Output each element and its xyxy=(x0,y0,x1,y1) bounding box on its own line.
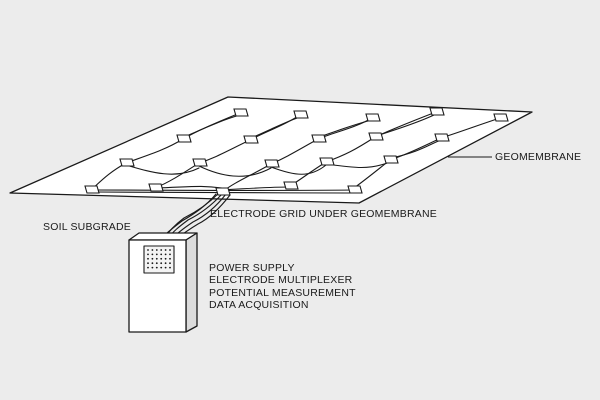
panel-dot xyxy=(155,266,158,269)
panel-dot xyxy=(164,262,167,265)
electrode-pads xyxy=(84,107,509,196)
panel-dot xyxy=(160,253,163,256)
instrument-functions-list: POWER SUPPLY ELECTRODE MULTIPLEXER POTEN… xyxy=(209,262,356,312)
instrument-panel-dots xyxy=(147,249,171,269)
panel-dot xyxy=(147,262,149,265)
panel-dot xyxy=(169,266,171,269)
function-potential-measurement: POTENTIAL MEASUREMENT xyxy=(209,286,356,299)
panel-dot xyxy=(147,253,149,256)
panel-dot xyxy=(147,257,149,260)
panel-dot xyxy=(147,249,149,251)
instrument-cabinet xyxy=(128,232,198,333)
panel-dot xyxy=(151,262,154,265)
panel-dot xyxy=(164,257,167,260)
panel-dot xyxy=(151,249,154,251)
panel-dot xyxy=(169,257,171,260)
soil-subgrade-label: SOIL SUBGRADE xyxy=(43,221,131,233)
function-power-supply: POWER SUPPLY xyxy=(209,262,295,274)
panel-dot xyxy=(169,262,171,265)
panel-dot xyxy=(155,262,158,265)
function-data-acquisition: DATA ACQUISITION xyxy=(209,299,309,312)
panel-dot xyxy=(151,266,154,269)
panel-dot xyxy=(160,262,163,265)
panel-dot xyxy=(169,249,171,251)
panel-dot xyxy=(160,257,163,260)
panel-dot xyxy=(164,253,167,256)
panel-dot xyxy=(164,249,167,251)
panel-dot xyxy=(151,253,154,256)
panel-dot xyxy=(155,253,158,256)
panel-dot xyxy=(169,253,171,256)
electrode-grid-label: ELECTRODE GRID UNDER GEOMEMBRANE xyxy=(210,208,437,220)
panel-dot xyxy=(160,249,163,251)
panel-dot xyxy=(155,257,158,260)
geomembrane-label: GEOMEMBRANE xyxy=(495,151,582,163)
function-electrode-multiplexer: ELECTRODE MULTIPLEXER xyxy=(209,274,353,287)
panel-dot xyxy=(160,266,163,269)
panel-dot xyxy=(155,249,158,251)
panel-dot xyxy=(147,266,149,269)
panel-dot xyxy=(151,257,154,260)
geomembrane-sheet xyxy=(9,96,533,204)
panel-dot xyxy=(164,266,167,269)
